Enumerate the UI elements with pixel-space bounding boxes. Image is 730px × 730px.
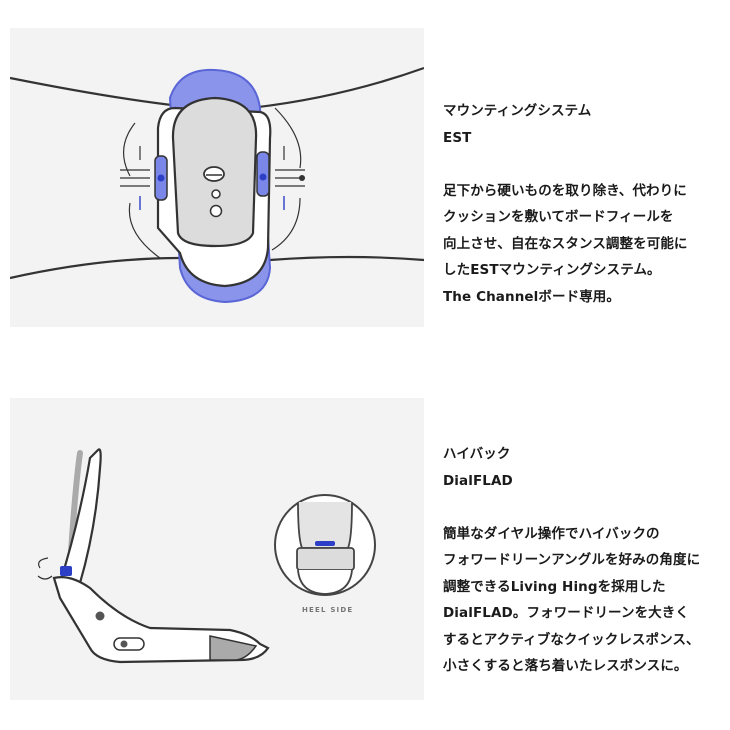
body-line: 足下から硬いものを取り除き、代わりに [443, 182, 687, 199]
heel-side-label: HEEL SIDE [302, 606, 354, 614]
dialflad-description: ハイバック DialFLAD 簡単なダイヤル操作でハイバックの フォワードリーン… [443, 441, 728, 680]
est-description: マウンティングシステム EST 足下から硬いものを取り除き、代わりに クッション… [443, 98, 728, 310]
est-binding-illustration [10, 66, 424, 304]
est-illustration-panel [10, 28, 424, 327]
dialflad-illustration-panel: HEEL SIDE [10, 398, 424, 700]
body-line: DialFLAD。フォワードリーンを大きく [443, 605, 689, 621]
body-line: The Channelボード専用。 [443, 288, 621, 305]
highback-illustration [37, 448, 376, 664]
body-line: したESTマウンティングシステム。 [443, 262, 661, 278]
body-line: 向上させ、自在なスタンス調整を可能に [443, 235, 688, 252]
body-line: フォワードリーンアングルを好みの角度に [443, 552, 701, 568]
section-title: マウンティングシステム [443, 103, 592, 119]
body-line: 小さくすると落ち着いたレスポンスに。 [443, 658, 688, 674]
body-line: 簡単なダイヤル操作でハイバックの [443, 525, 660, 542]
body-line: クッションを敷いてボードフィールを [443, 209, 674, 225]
section-title: ハイバック [443, 446, 511, 462]
section-subtitle: DialFLAD [443, 472, 513, 489]
body-line: するとアクティブなクイックレスポンス、 [443, 631, 700, 648]
spacer [443, 151, 728, 178]
body-line: 調整できるLiving Hingを採用した [443, 578, 666, 595]
spacer [443, 494, 728, 521]
section-subtitle: EST [443, 129, 472, 146]
